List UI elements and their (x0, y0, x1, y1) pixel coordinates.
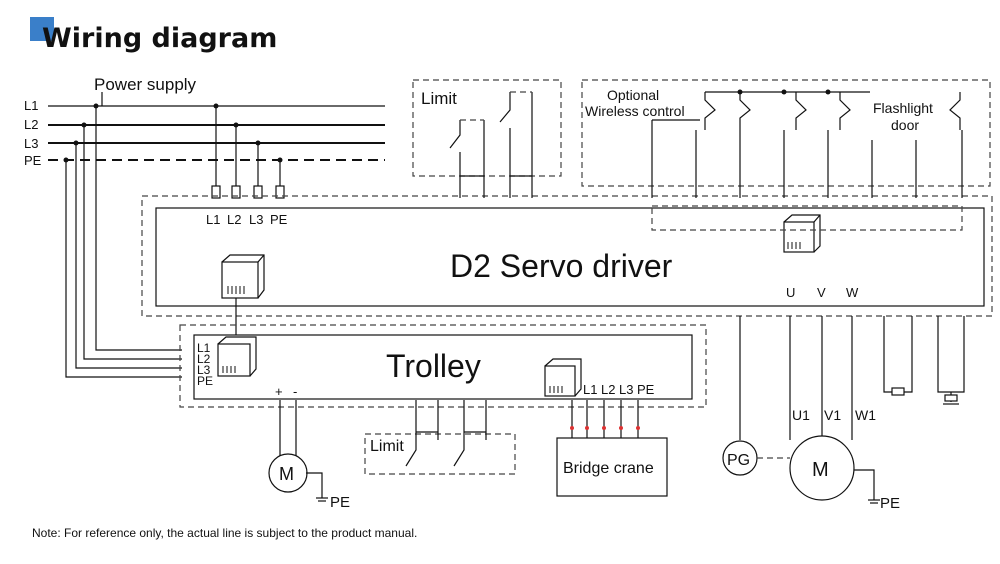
trolley-terminal-pe: PE (197, 374, 213, 388)
wireless-label-line2: Wireless control (585, 103, 685, 119)
trolley-motor-symbol: M (279, 464, 294, 484)
supply-line-label-l1: L1 (24, 98, 38, 113)
motor-phase-v1: V1 (824, 407, 841, 423)
wireless-outline (581, 79, 991, 187)
limit-top-label: Limit (421, 89, 457, 108)
motor-phase-u1: U1 (792, 407, 810, 423)
bridge-crane-name: Bridge crane (563, 460, 654, 477)
driver-input-l1: L1 (206, 212, 220, 227)
driver-name: D2 Servo driver (450, 248, 673, 284)
wireless-contacts (651, 89, 963, 231)
driver-module-icon (221, 254, 265, 299)
bridge-crane-module-icon (544, 358, 582, 397)
trolley-module-icon (217, 336, 257, 377)
power-supply-lines (48, 92, 385, 378)
flashlight-label-line1: Flashlight (873, 100, 933, 116)
supply-line-label-l2: L2 (24, 117, 38, 132)
trolley-terminal-l1: L1 (197, 341, 211, 355)
driver-output-w: W (846, 285, 859, 300)
trolley-terminal-l3: L3 (197, 363, 211, 377)
limit-bottom-switches (405, 400, 487, 467)
wireless-label-line1: Optional (607, 87, 659, 103)
driver-output-v: V (817, 285, 826, 300)
limit-bottom-outline (364, 433, 516, 475)
trolley-motor-ground: PE (330, 494, 350, 511)
title-square-icon (30, 17, 54, 41)
supply-line-label-pe: PE (24, 153, 42, 168)
flashlight-label-line2: door (891, 117, 919, 133)
limit-top-outline (412, 79, 562, 177)
d2-servo-driver-box (155, 207, 985, 307)
limit-bottom-label: Limit (370, 438, 404, 455)
crane-terminal-l1: L1 (583, 382, 597, 397)
page-title: Wiring diagram (42, 23, 277, 54)
limit-top-switches (449, 91, 533, 198)
power-supply-label: Power supply (94, 75, 197, 94)
supply-line-label-l3: L3 (24, 136, 38, 151)
motor-phase-w1: W1 (855, 407, 876, 423)
crane-terminal-l2: L2 (601, 382, 615, 397)
main-motor-ground: PE (880, 495, 900, 512)
driver-output-u: U (786, 285, 795, 300)
trolley-box (193, 334, 693, 400)
footnote: Note: For reference only, the actual lin… (32, 526, 417, 540)
trolley-name: Trolley (386, 348, 481, 384)
main-motor-symbol: M (812, 459, 829, 481)
trolley-dc-minus: - (293, 384, 297, 399)
bridge-crane-wiring (570, 400, 640, 438)
trolley-outline (179, 324, 707, 408)
encoder-label: PG (727, 452, 750, 469)
trolley-motor-wiring (268, 400, 328, 502)
driver-input-pe: PE (270, 212, 288, 227)
driver-input-l2: L2 (227, 212, 241, 227)
trolley-terminal-l2: L2 (197, 352, 211, 366)
wireless-module-icon (783, 214, 821, 253)
trolley-dc-plus: + (275, 384, 283, 399)
main-motor-wiring (722, 316, 965, 504)
bridge-crane-box (556, 437, 668, 497)
crane-terminal-pe: PE (637, 382, 655, 397)
driver-outline (141, 195, 993, 317)
driver-input-l3: L3 (249, 212, 263, 227)
crane-terminal-l3: L3 (619, 382, 633, 397)
